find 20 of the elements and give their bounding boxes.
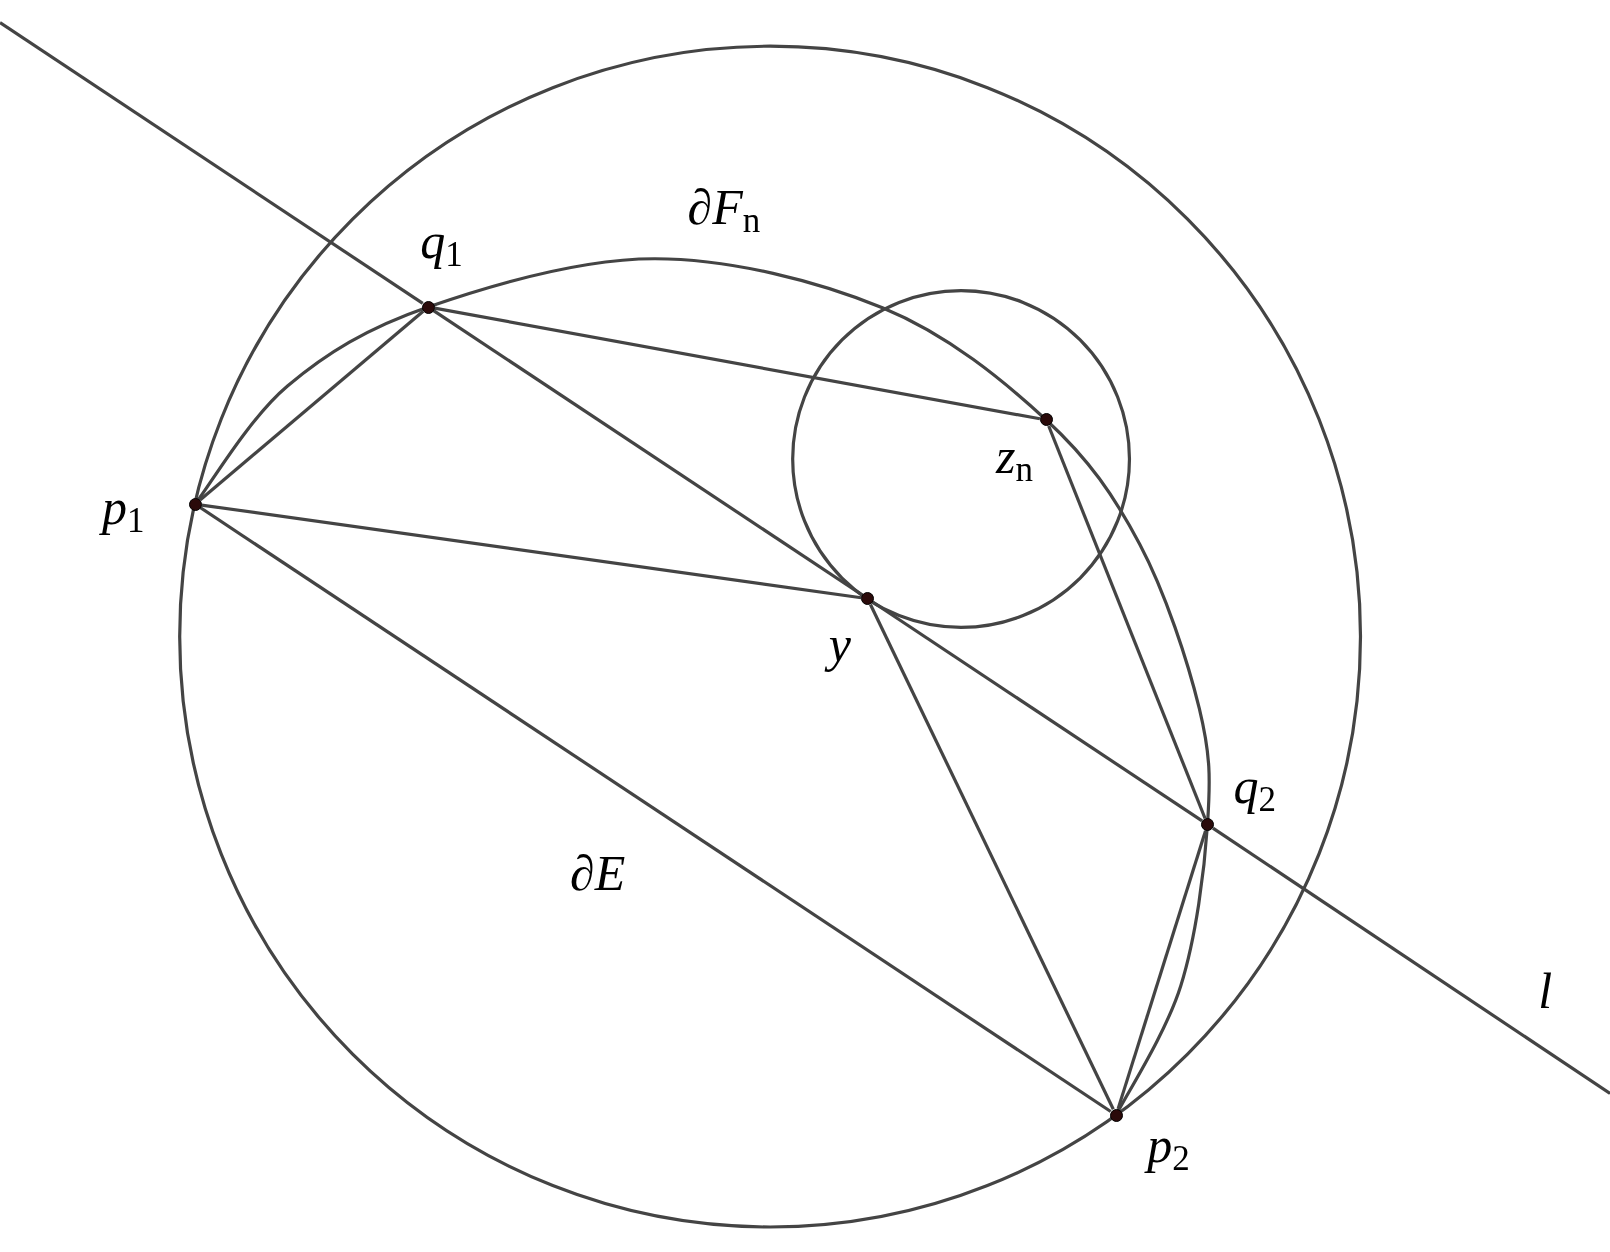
curve-label: ∂F$_{n}$: [687, 182, 761, 239]
line-segment: [201, 503, 862, 600]
point-label: p$_{1}$: [101, 481, 145, 539]
line-segment: [1116, 830, 1208, 1110]
point-label: q$_{1}$: [420, 216, 463, 273]
line-segment: [434, 306, 1041, 421]
line-segment: [0, 21, 424, 305]
point-label: q$_{2}$: [1233, 760, 1276, 817]
line-segment: [872, 600, 1203, 823]
line-segment: [432, 309, 864, 597]
point-label: z$_{n}$: [995, 430, 1033, 488]
line-segment: [869, 603, 1115, 1110]
line-segment: [199, 310, 425, 502]
line-segment: [1047, 425, 1207, 820]
line-segment: [1212, 826, 1610, 1095]
point-dot: [861, 592, 875, 606]
curve-label: l: [1538, 965, 1553, 1016]
curve-label: ∂E: [569, 847, 626, 898]
point-dot: [1201, 818, 1214, 831]
line-segment: [199, 506, 1112, 1113]
